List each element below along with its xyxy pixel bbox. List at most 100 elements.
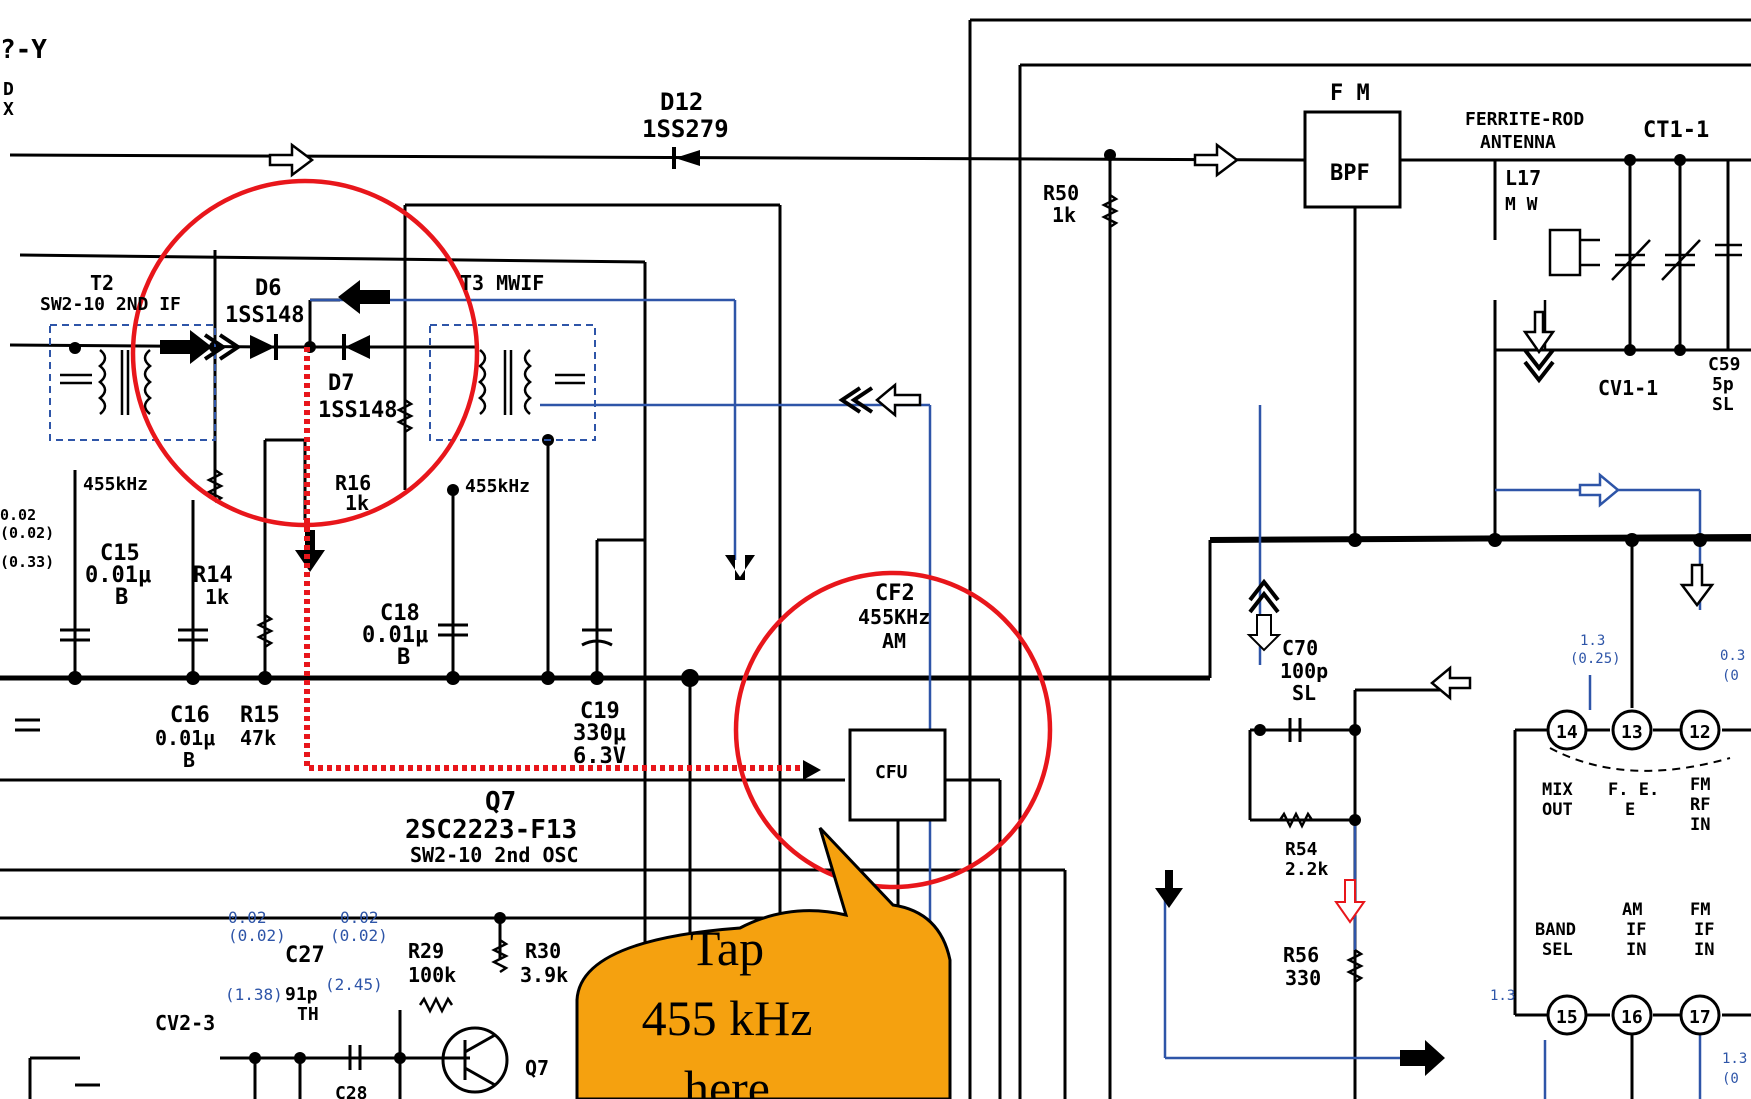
pin-label-amif: AM [1622, 900, 1642, 920]
pin-label-fmif: IN [1694, 940, 1714, 960]
ct1-label: CT1-1 [1643, 118, 1709, 143]
r29-ref: R29 [408, 939, 444, 963]
bpf-label: BPF [1330, 161, 1370, 186]
r30-value: 3.9k [520, 963, 568, 987]
fm-bpf-box [1303, 110, 1402, 209]
r15-value: 47k [240, 726, 276, 750]
q7-symbol-label: Q7 [525, 1056, 549, 1080]
voltage-note: (0 [1722, 1071, 1739, 1087]
corner-label: D [3, 79, 14, 100]
t2-desc: SW2-10 2ND IF [40, 294, 181, 315]
tap-here-callout [575, 826, 952, 1099]
cfu-label: CFU [875, 762, 908, 783]
c59-value: 5p [1712, 374, 1734, 395]
pin-16: 16 [1621, 1007, 1643, 1028]
c27-value: 91p [285, 984, 318, 1005]
voltage-note: 0.3 [1720, 648, 1745, 664]
voltage-note: (0.02) [0, 524, 54, 542]
ic-outline [1549, 747, 1731, 772]
pin-label-mix: OUT [1542, 800, 1573, 820]
pin-13: 13 [1621, 722, 1643, 743]
cv1-label: CV1-1 [1598, 376, 1658, 400]
c15-value: 0.01μ [85, 563, 151, 588]
pin-15: 15 [1556, 1007, 1578, 1028]
antenna-label: FERRITE-ROD [1465, 109, 1584, 130]
cf2-freq: 455KHz [858, 605, 930, 629]
c27-voltage-1: 0.02 [228, 908, 267, 927]
c19-voltage: 6.3V [573, 744, 626, 769]
pin-label-fmif: IF [1694, 920, 1714, 940]
pin-12: 12 [1689, 722, 1711, 743]
pin-label-band: SEL [1542, 940, 1573, 960]
r14-value: 1k [205, 585, 229, 609]
corner-label: ?-Y [0, 35, 47, 65]
d12-diode [672, 147, 700, 169]
r16-ref: R16 [335, 471, 371, 495]
pin-label-band: BAND [1535, 920, 1576, 940]
tap-signal-path [304, 347, 800, 771]
d7-ref: D7 [328, 371, 355, 396]
voltage-note: 1.3 [1490, 988, 1515, 1004]
r50-value: 1k [1052, 203, 1076, 227]
d7-diode [342, 334, 370, 360]
highlight-circle-diodes [130, 178, 480, 528]
signal-arrows [160, 142, 1715, 1076]
l17-band: M W [1505, 194, 1538, 215]
t3-shield [429, 324, 596, 441]
c28-label: C28 [335, 1083, 368, 1099]
pin-17: 17 [1689, 1007, 1711, 1028]
r54-ref: R54 [1285, 839, 1318, 860]
capacitors [15, 623, 1302, 1070]
cf2-band: AM [882, 629, 906, 653]
pin-label-fmrf: IN [1690, 815, 1710, 835]
d12-ref: D12 [660, 88, 703, 116]
r56-value: 330 [1285, 966, 1321, 990]
callout-line: Tap [690, 920, 764, 976]
c70-ref: C70 [1282, 636, 1318, 660]
c18-ref: C18 [380, 601, 420, 626]
variable-capacitors [1611, 239, 1742, 281]
c18-value: 0.01μ [362, 623, 428, 648]
voltage-note: 0.02 [0, 506, 36, 524]
d7-part: 1SS148 [318, 398, 397, 423]
voltage-note: 1.3 [1580, 633, 1605, 649]
r14-ref: R14 [193, 563, 233, 588]
d6-part: 1SS148 [225, 303, 304, 328]
c59-type: SL [1712, 394, 1734, 415]
voltage-note: (0.33) [0, 553, 54, 571]
r16-value: 1k [345, 491, 369, 515]
t2-shield [49, 324, 216, 441]
voltage-note: (0.25) [1570, 651, 1621, 667]
c27-voltage-2: (2.45) [325, 975, 383, 994]
pin-label-fe: F. E. [1608, 780, 1659, 800]
pin-label-amif: IN [1626, 940, 1646, 960]
d6-diode [250, 334, 278, 360]
c16-ref: C16 [170, 703, 210, 728]
c15-type: B [115, 585, 128, 610]
c27-type: TH [297, 1004, 319, 1025]
r29-value: 100k [408, 963, 456, 987]
r15-ref: R15 [240, 703, 280, 728]
r56-ref: R56 [1283, 943, 1319, 967]
d12-part: 1SS279 [642, 115, 729, 143]
ground-bus [1209, 534, 1751, 543]
c27-ref: C27 [285, 943, 325, 968]
pin-14: 14 [1556, 722, 1578, 743]
voltage-note: (0 [1722, 668, 1739, 684]
q7-desc: SW2-10 2nd OSC [410, 843, 579, 867]
ic-pins [1546, 709, 1721, 1036]
r54-value: 2.2k [1285, 859, 1329, 880]
pin-label-fmrf: RF [1690, 795, 1710, 815]
cfu-box [848, 728, 947, 822]
c19-ref: C19 [580, 699, 620, 724]
c18-type: B [397, 645, 410, 670]
blue-wires [310, 298, 1702, 1099]
tap-arrow [793, 760, 821, 780]
d6-ref: D6 [255, 276, 282, 301]
t2-freq: 455kHz [83, 474, 148, 495]
t3-transformer-symbol [478, 349, 585, 415]
pin-label-mix: MIX [1542, 780, 1573, 800]
resistors [206, 193, 1364, 1014]
c70-type: SL [1292, 681, 1316, 705]
